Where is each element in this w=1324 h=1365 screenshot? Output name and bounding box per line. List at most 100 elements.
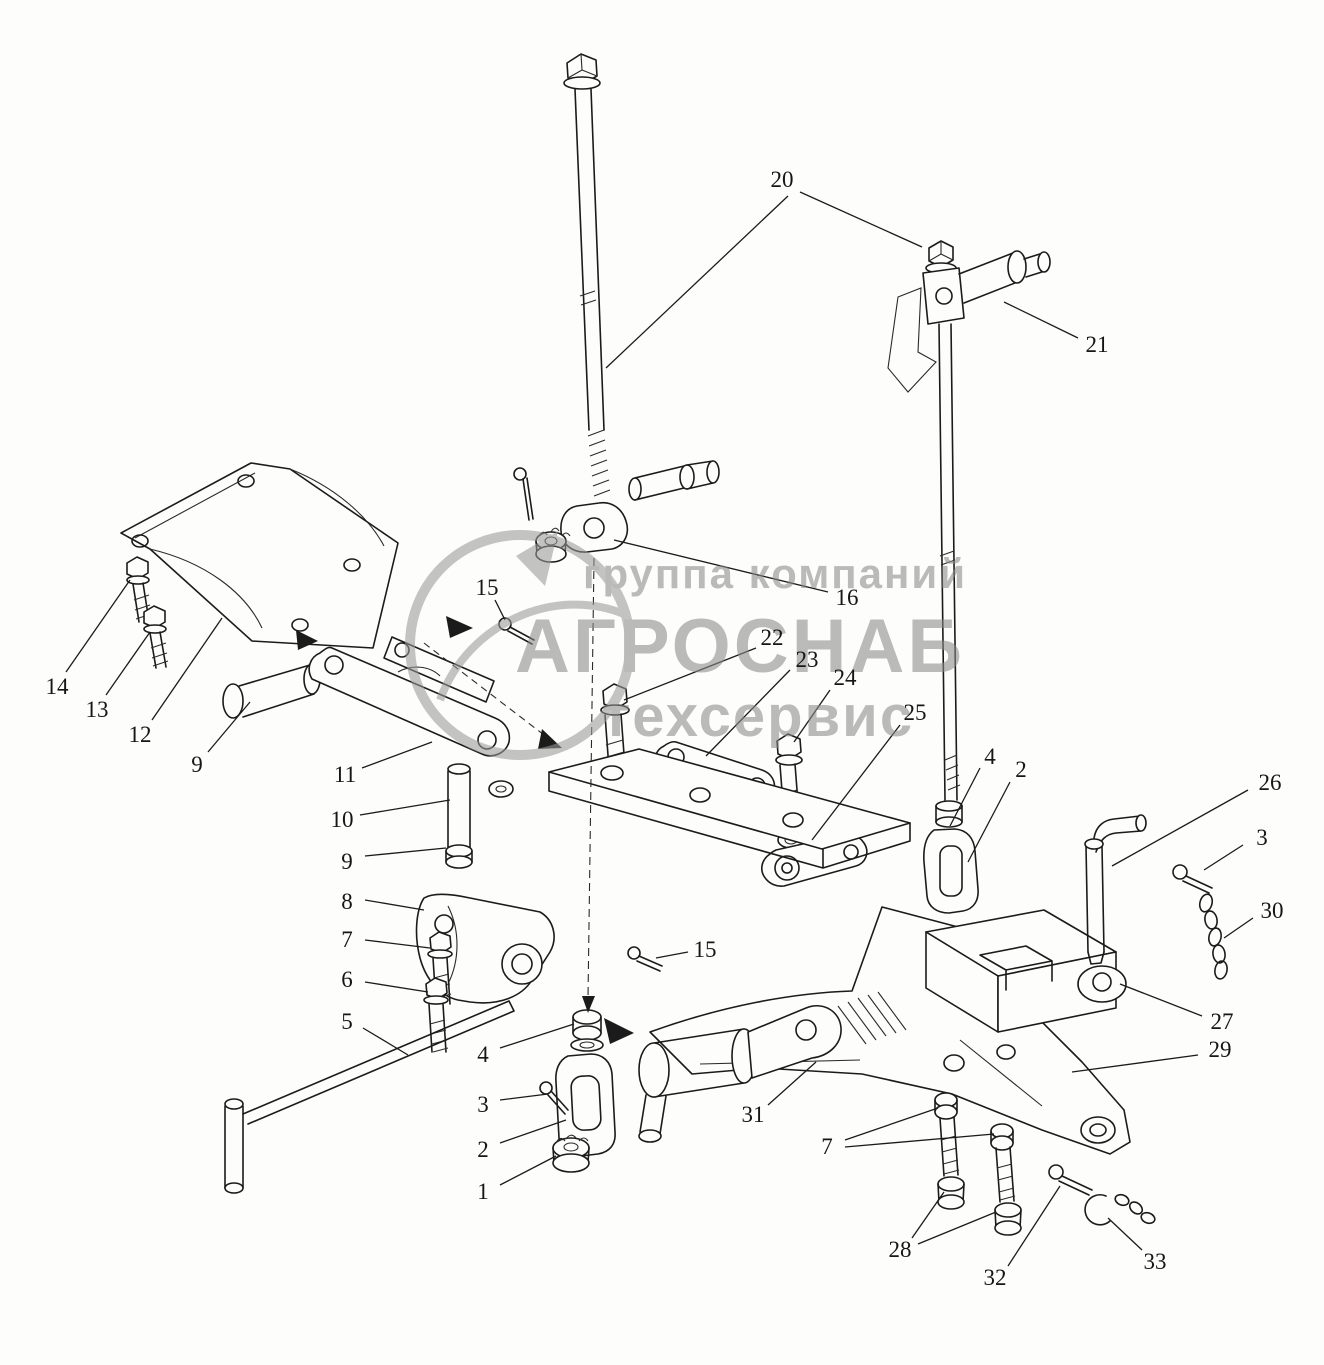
leader-line-3 (500, 1094, 548, 1100)
jaw-bracket-27 (926, 910, 1126, 1032)
upper-rod-assembly (561, 54, 627, 552)
part-label-7-32: 7 (821, 1134, 833, 1159)
part-label-24-6: 24 (833, 665, 857, 690)
leader-line-22 (624, 648, 756, 700)
assembly-axis (582, 558, 595, 1013)
pivot-31 (639, 1006, 841, 1142)
part-label-6-24: 6 (341, 967, 353, 992)
bolts-7-28 (935, 1093, 1021, 1235)
part-label-27-13: 27 (1210, 1009, 1234, 1034)
part-label-28-33: 28 (888, 1237, 912, 1262)
part-label-30-12: 30 (1260, 898, 1284, 923)
part-label-31-31: 31 (741, 1102, 765, 1127)
eye-pin (629, 461, 719, 500)
leader-line-26 (1112, 790, 1248, 866)
clevis-assembly (540, 1010, 615, 1172)
leader-line-24 (794, 690, 830, 742)
leader-line-28 (918, 1212, 996, 1244)
leader-line-7 (845, 1108, 938, 1140)
chain-30 (1198, 893, 1229, 980)
leader-line-15 (495, 600, 505, 620)
watermark-text-line3: техсервис (602, 684, 914, 749)
upper-bracket (121, 463, 398, 648)
part-label-4-8: 4 (984, 744, 996, 769)
right-rod-assembly (888, 241, 1050, 913)
leader-line-30 (1224, 918, 1253, 938)
cotter-32 (1049, 1165, 1092, 1195)
part-label-9-18: 9 (191, 752, 203, 777)
part-label-32-34: 32 (983, 1265, 1007, 1290)
ring-chain-33 (1085, 1193, 1156, 1225)
leader-line-28 (912, 1192, 944, 1238)
top-plate (549, 749, 910, 868)
leader-line-25 (812, 725, 900, 840)
part-label-14-15: 14 (45, 674, 69, 699)
part-label-29-14: 29 (1208, 1037, 1232, 1062)
cotter-3-right (1173, 865, 1212, 893)
part-label-12-17: 12 (128, 722, 152, 747)
part-label-2-9: 2 (1015, 757, 1027, 782)
part-label-4-26: 4 (477, 1042, 489, 1067)
leader-line-8 (365, 900, 424, 910)
leader-line-11 (362, 742, 432, 768)
leader-line-4 (950, 768, 980, 826)
pin-10 (446, 764, 513, 868)
leader-line-9 (208, 702, 250, 752)
leader-line-13 (106, 632, 150, 695)
part-label-16-2: 16 (835, 585, 859, 610)
lever-25 (762, 834, 867, 886)
part-label-13-16: 13 (85, 697, 109, 722)
part-label-3-11: 3 (1256, 825, 1268, 850)
watermark-text-line2: АГРОСНАБ (515, 604, 965, 689)
leader-line-2 (500, 1120, 566, 1143)
part-label-2-28: 2 (477, 1137, 489, 1162)
leader-line-29 (1072, 1055, 1198, 1072)
leader-line-14 (66, 580, 130, 672)
bracket-bolts (127, 557, 168, 668)
part-label-9-21: 9 (341, 849, 353, 874)
leader-line-9 (365, 848, 446, 856)
leader-line-1 (500, 1156, 556, 1185)
leader-line-20 (606, 196, 788, 368)
cotter-15-lower (604, 947, 662, 1044)
part-label-15-3: 15 (475, 575, 499, 600)
leader-line-7 (365, 940, 430, 948)
rod-5 (225, 1001, 514, 1193)
leader-line-15 (656, 952, 688, 958)
watermark-logo-swoosh (440, 605, 624, 700)
part-label-25-7: 25 (903, 700, 927, 725)
part-label-10-20: 10 (330, 807, 354, 832)
bolts-7-6 (424, 932, 452, 1052)
lever-8 (417, 894, 555, 1003)
part-label-21-1: 21 (1085, 332, 1109, 357)
part-label-1-29: 1 (477, 1179, 489, 1204)
part-label-15-30: 15 (693, 937, 717, 962)
part-label-22-4: 22 (760, 625, 784, 650)
part-label-23-5: 23 (795, 647, 819, 672)
leader-line-21 (1004, 302, 1078, 338)
part-label-11-19: 11 (333, 762, 357, 787)
part-label-7-23: 7 (341, 927, 353, 952)
part-label-8-22: 8 (341, 889, 353, 914)
part-label-26-10: 26 (1258, 770, 1282, 795)
leader-line-5 (363, 1028, 408, 1055)
pin-9 (223, 664, 320, 718)
leader-line-20 (800, 192, 922, 247)
leader-line-12 (152, 618, 222, 720)
leader-line-16 (614, 540, 828, 592)
leader-line-31 (768, 1062, 816, 1105)
part-label-5-25: 5 (341, 1009, 353, 1034)
leader-line-7 (845, 1134, 994, 1147)
leader-line-4 (500, 1024, 574, 1048)
leader-line-3 (1204, 845, 1243, 870)
main-beam (650, 907, 1130, 1154)
watermark-logo-flag (516, 531, 558, 586)
leader-line-27 (1120, 984, 1202, 1016)
watermark-text-line1: группа компаний (583, 550, 967, 597)
leader-line-2 (968, 782, 1010, 862)
leader-line-6 (365, 982, 428, 992)
leader-line-33 (1108, 1218, 1142, 1250)
leader-line-32 (1008, 1186, 1060, 1266)
